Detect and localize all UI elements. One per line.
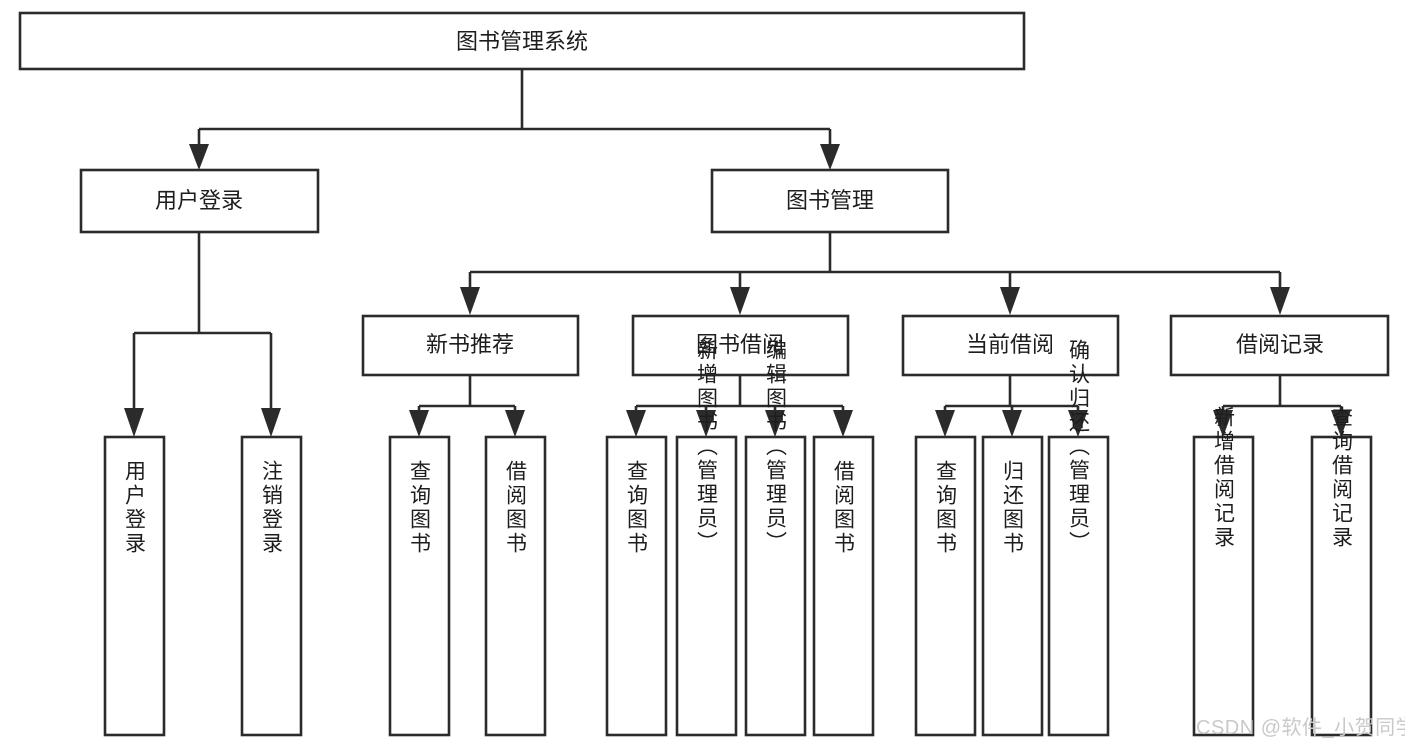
node-user-login[interactable]: 用户登录 (79, 168, 320, 234)
arrow-to-leaf-return-book (1002, 410, 1022, 437)
arrow-to-leaf-add-record (1213, 410, 1233, 437)
arrow-to-leaf-confirm-return (1068, 410, 1088, 437)
node-leaf-borrow-book-2-label: 借阅图书 (832, 460, 856, 556)
node-leaf-add-book-label: 新增图书（管理员） (695, 339, 719, 555)
arrow-to-leaf-edit-book (765, 410, 785, 437)
node-leaf-query-book-3[interactable]: 查询图书 (914, 435, 977, 737)
node-leaf-add-record[interactable]: 新增借阅记录 (1192, 406, 1255, 737)
node-borrow-record-label: 借阅记录 (1236, 332, 1324, 357)
node-current-borrow-label: 当前借阅 (966, 332, 1054, 357)
node-leaf-user-logout-label: 注销登录 (260, 460, 284, 556)
arrow-to-leaf-add-book (696, 410, 716, 437)
node-leaf-confirm-return[interactable]: 确认归还（管理员） (1047, 339, 1110, 737)
node-leaf-query-book-2-label: 查询图书 (625, 460, 649, 556)
node-book-manage[interactable]: 图书管理 (710, 168, 950, 234)
node-leaf-add-record-label: 新增借阅记录 (1212, 406, 1236, 550)
arrow-to-borrow-record (1270, 287, 1290, 315)
arrow-to-leaf-borrow-book-1 (505, 410, 525, 437)
node-leaf-query-book-1[interactable]: 查询图书 (388, 435, 451, 737)
node-new-book-recommend-label: 新书推荐 (426, 332, 514, 357)
arrow-to-leaf-user-logout (261, 408, 281, 437)
node-root-label: 图书管理系统 (456, 29, 588, 54)
node-user-login-label: 用户登录 (155, 188, 243, 213)
node-leaf-query-book-2[interactable]: 查询图书 (605, 435, 668, 737)
arrow-to-leaf-query-book-2 (626, 410, 646, 437)
node-leaf-borrow-book-1[interactable]: 借阅图书 (484, 435, 547, 737)
arrow-to-leaf-user-login (124, 408, 144, 437)
watermark-text: CSDN @软件_小贺同学 (1196, 716, 1405, 739)
arrow-to-leaf-query-record (1331, 410, 1351, 437)
node-leaf-query-record-label: 查询借阅记录 (1330, 406, 1354, 550)
edge-layer (124, 69, 1351, 437)
arrow-to-book-borrow (730, 287, 750, 315)
node-leaf-edit-book-label: 编辑图书（管理员） (764, 339, 788, 555)
node-leaf-edit-book[interactable]: 编辑图书（管理员） (744, 339, 807, 737)
arrow-to-leaf-borrow-book-2 (833, 410, 853, 437)
node-leaf-add-book[interactable]: 新增图书（管理员） (675, 339, 738, 737)
node-leaf-borrow-book-2[interactable]: 借阅图书 (812, 435, 875, 737)
node-root[interactable]: 图书管理系统 (18, 11, 1026, 71)
node-leaf-borrow-book-1-label: 借阅图书 (504, 460, 528, 556)
node-leaf-user-login[interactable]: 用户登录 (103, 435, 166, 737)
node-book-borrow[interactable]: 图书借阅 (631, 314, 850, 377)
node-leaf-confirm-return-label: 确认归还（管理员） (1067, 339, 1091, 555)
arrow-to-user-login (189, 144, 209, 170)
arrow-to-new-book-recommend (460, 287, 480, 315)
arrow-to-leaf-query-book-3 (935, 410, 955, 437)
node-new-book-recommend[interactable]: 新书推荐 (361, 314, 580, 377)
node-book-manage-label: 图书管理 (786, 188, 874, 213)
node-leaf-user-logout[interactable]: 注销登录 (240, 435, 303, 737)
node-leaf-query-book-3-label: 查询图书 (934, 460, 958, 556)
arrow-to-book-manage (820, 144, 840, 170)
node-borrow-record[interactable]: 借阅记录 (1169, 314, 1390, 377)
node-leaf-user-login-label: 用户登录 (123, 460, 147, 556)
node-leaf-query-book-1-label: 查询图书 (408, 460, 432, 556)
node-current-borrow[interactable]: 当前借阅 (901, 314, 1120, 377)
arrow-to-current-borrow (1000, 287, 1020, 315)
node-leaf-return-book-label: 归还图书 (1001, 460, 1025, 556)
node-leaf-return-book[interactable]: 归还图书 (981, 435, 1044, 737)
node-leaf-query-record[interactable]: 查询借阅记录 (1310, 406, 1373, 737)
node-book-borrow-label: 图书借阅 (696, 332, 784, 357)
arrow-to-leaf-query-book-1 (409, 410, 429, 437)
